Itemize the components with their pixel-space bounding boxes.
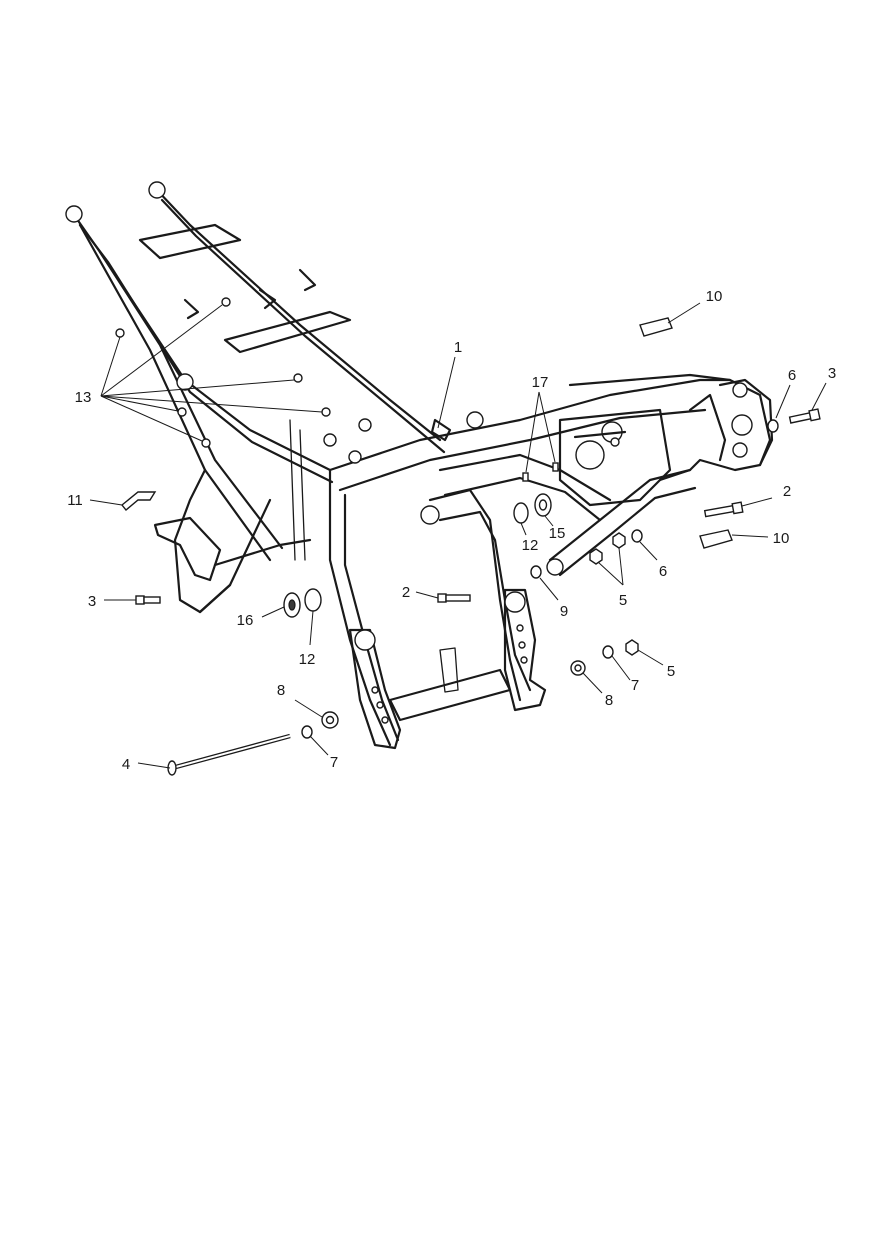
bushing-8-right <box>570 660 586 676</box>
washer-6-lower <box>631 529 643 543</box>
rubber-pad-lower <box>699 529 733 549</box>
washer-6-right <box>767 419 779 433</box>
callout-8: 8 <box>277 682 285 699</box>
callout-5: 5 <box>667 663 675 680</box>
nut-5-a <box>589 548 603 565</box>
callout-3: 3 <box>828 365 836 382</box>
callout-9: 9 <box>560 603 568 620</box>
callout-17: 17 <box>532 374 549 391</box>
callout-8: 8 <box>605 692 613 709</box>
nut-5-b <box>612 532 626 549</box>
o-ring-12-left <box>304 588 322 612</box>
loose-parts <box>115 297 821 776</box>
callout-10: 10 <box>773 530 790 547</box>
callout-2: 2 <box>402 584 410 601</box>
callout-4: 4 <box>122 756 130 773</box>
bolt-3-left <box>135 595 161 605</box>
callout-7: 7 <box>330 754 338 771</box>
callout-6: 6 <box>659 563 667 580</box>
clip-nuts <box>115 297 331 448</box>
rubber-pad-upper <box>639 317 673 337</box>
washer-7-left <box>301 725 313 739</box>
callout-11: 11 <box>67 492 83 509</box>
nut-5-c <box>625 639 639 656</box>
callout-labels: 1 2 2 3 3 4 5 5 6 6 7 7 8 8 9 10 10 11 1… <box>67 288 836 773</box>
callout-2: 2 <box>783 483 791 500</box>
bushing-8-left <box>321 711 339 729</box>
pin-17-a <box>522 472 529 482</box>
callout-6: 6 <box>788 367 796 384</box>
long-bolt-4 <box>167 733 291 776</box>
grommet-15 <box>534 493 552 517</box>
callout-12: 12 <box>299 651 316 668</box>
callout-16: 16 <box>237 612 254 629</box>
bolt-2-right <box>703 501 744 518</box>
callout-10: 10 <box>706 288 723 305</box>
bolt-3-right <box>788 408 821 424</box>
callout-12: 12 <box>522 537 539 554</box>
callout-13: 13 <box>75 389 92 406</box>
leader-lines <box>89 302 827 769</box>
callout-1: 1 <box>454 339 462 356</box>
washer-7-right <box>602 645 614 659</box>
adjuster-16 <box>283 592 301 618</box>
pin-17-b <box>552 462 559 472</box>
o-ring-12-right <box>513 502 529 524</box>
callout-7: 7 <box>631 677 639 694</box>
bolt-2-center <box>437 593 471 603</box>
callout-3: 3 <box>88 593 96 610</box>
washer-9 <box>530 565 542 579</box>
callout-5: 5 <box>619 592 627 609</box>
callout-15: 15 <box>549 525 566 542</box>
cable-clip <box>121 491 157 511</box>
